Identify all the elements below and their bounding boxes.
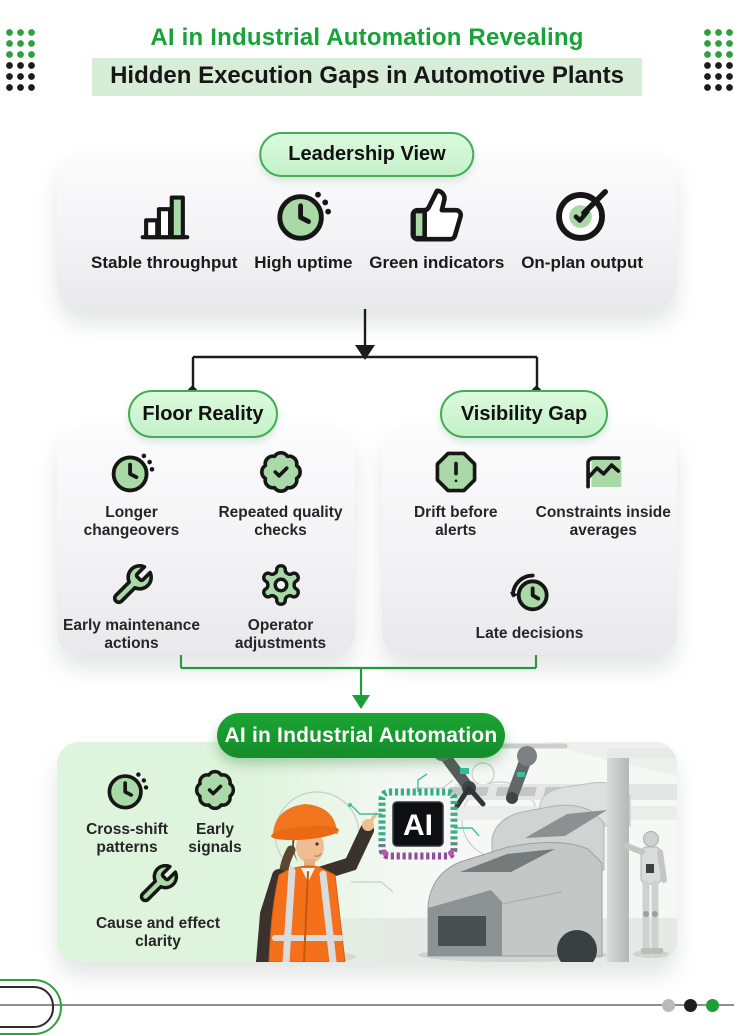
dot-grid-right-green [701,26,734,59]
footer-line [0,1004,734,1006]
uptime-clock-icon [274,186,332,244]
ai-solution-badge: AI in Industrial Automation [217,713,505,758]
alert-octagon-icon [433,449,479,495]
leadership-item: Green indicators [369,186,504,273]
solution-item: Cause and effect clarity [73,862,243,952]
humanoid-robot [624,831,669,958]
floor-reality-item: Early maintenance actions [57,562,206,655]
clock-icon [109,449,156,495]
wrench-icon [136,862,180,906]
floor-reality-item: Longer changeovers [57,449,206,542]
car-body-line [418,782,631,962]
ai-chip-label: AI [403,809,433,842]
target-icon [553,186,611,244]
leadership-item-label: Stable throughput [91,253,238,272]
visibility-gap-card: Drift before alerts Constraints inside a… [382,427,677,655]
floor-reality-item-label: Repeated quality checks [218,504,343,540]
leadership-item: On-plan output [521,186,643,273]
solution-item: Early signals [175,768,255,858]
footer-dot-gray [662,999,675,1012]
visibility-gap-item: Late decisions [382,570,677,655]
factory-photo: AI [255,742,677,962]
branch-connector-black [186,309,543,398]
history-clock-icon [507,570,553,616]
visibility-gap-item: Constraints inside averages [530,449,678,552]
footer-dot-green [706,999,719,1012]
visibility-gap-item-label: Late decisions [475,625,584,643]
visibility-gap-item-label: Constraints inside averages [535,504,671,540]
visibility-gap-item: Drift before alerts [382,449,530,552]
leadership-item-label: Green indicators [369,253,505,272]
footer-dot-black [684,999,697,1012]
floor-reality-item: Repeated quality checks [206,449,355,542]
ai-chip: AI [348,773,480,860]
factory-pillar [607,748,629,962]
quality-check-badge-icon [193,768,237,812]
leadership-view-badge: Leadership View [259,132,475,177]
leadership-item: Stable throughput [91,186,237,273]
footer-pill-outline-black [0,986,54,1028]
visibility-gap-item-label: Drift before alerts [413,504,498,540]
wrench-icon [109,562,155,608]
dot-grid-left-black [3,59,36,92]
clock-icon [105,768,151,812]
quality-check-badge-icon [258,449,304,495]
solution-item: Cross-shift patterns [75,768,179,858]
line-chart-icon [580,449,626,495]
ai-solution-card: Cross-shift patterns Early signals Cause… [57,742,677,962]
bar-chart-icon [135,186,193,244]
floor-reality-card: Longer changeovers Repeated quality chec… [57,427,355,655]
gear-icon [258,562,304,608]
page-title-accent: AI in Industrial Automation Revealing [150,24,584,51]
page-title-highlight: Hidden Execution Gaps in Automotive Plan… [92,58,642,96]
solution-item-label: Cross-shift patterns [86,821,168,857]
ai-solution-badge-label: AI in Industrial Automation [224,723,498,747]
solution-item-label: Cause and effect clarity [95,915,221,951]
thumbs-up-icon [408,186,466,244]
floor-reality-item: Operator adjustments [206,562,355,655]
leadership-items: Stable throughput High uptime Green indi… [57,186,677,273]
visibility-gap-badge-label: Visibility Gap [460,402,588,425]
floor-reality-badge: Floor Reality [128,390,278,438]
visibility-gap-badge: Visibility Gap [440,390,608,438]
floor-reality-item-label: Longer changeovers [83,504,180,540]
floor-reality-item-label: Early maintenance actions [63,617,200,653]
floor-reality-item-label: Operator adjustments [234,617,327,653]
leadership-item: High uptime [254,186,352,273]
solution-item-label: Early signals [188,821,242,857]
leadership-view-badge-label: Leadership View [288,143,446,165]
leadership-item-label: High uptime [254,253,353,272]
floor-reality-badge-label: Floor Reality [142,402,264,425]
dot-grid-left-green [3,26,36,59]
dot-grid-right-black [701,59,734,92]
factory-worker [256,804,378,962]
leadership-item-label: On-plan output [521,253,643,272]
